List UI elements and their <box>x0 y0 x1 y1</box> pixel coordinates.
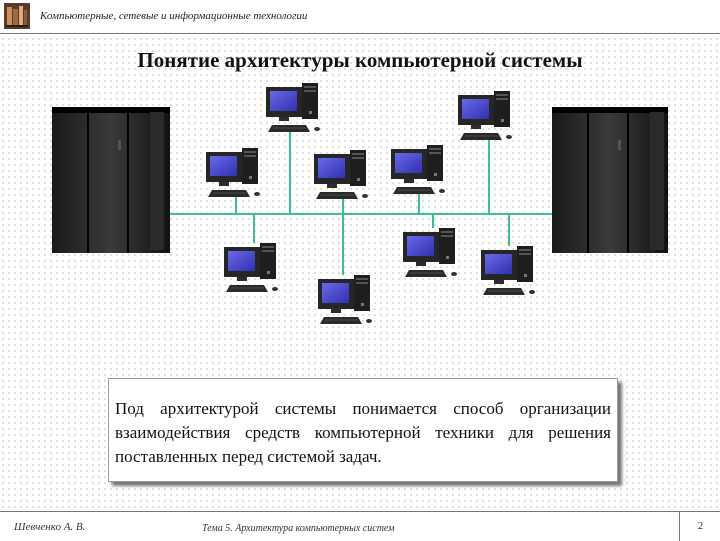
page-number: 2 <box>679 512 720 541</box>
network-lines <box>170 131 552 275</box>
workstation-8-icon <box>480 245 536 296</box>
workstation-4-icon <box>313 149 369 200</box>
server-left-icon <box>52 107 170 253</box>
slide-footer: Шевченко А. В. Тема 5. Архитектура компь… <box>0 511 720 541</box>
workstation-6-icon <box>223 242 279 293</box>
workstation-3-icon <box>205 147 261 198</box>
footer-topic: Тема 5. Архитектура компьютерных систем <box>202 523 395 534</box>
books-logo-icon <box>4 3 30 29</box>
server-right-icon <box>552 107 668 253</box>
workstation-2-icon <box>457 90 513 141</box>
workstation-5-icon <box>390 144 446 195</box>
slide-header: Компьютерные, сетевые и информационные т… <box>0 0 720 34</box>
header-title: Компьютерные, сетевые и информационные т… <box>40 10 308 22</box>
definition-box: Под архитектурой системы понимается спос… <box>108 378 618 482</box>
workstation-1-icon <box>265 82 321 133</box>
workstation-9-icon <box>317 274 373 325</box>
workstation-7-icon <box>402 227 458 278</box>
footer-author: Шевченко А. В. <box>14 521 86 533</box>
slide-title: Понятие архитектуры компьютерной системы <box>137 48 583 72</box>
